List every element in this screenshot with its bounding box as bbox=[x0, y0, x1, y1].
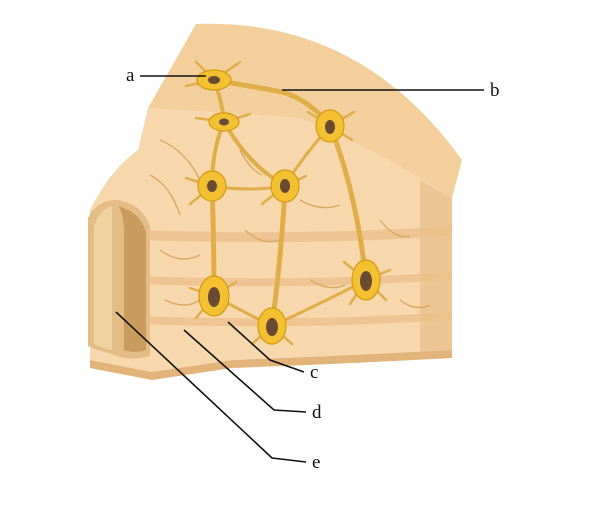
canal-highlight bbox=[94, 206, 112, 350]
osteocyte bbox=[271, 170, 299, 202]
nucleus bbox=[360, 271, 372, 291]
nucleus bbox=[208, 287, 220, 307]
label-e: e bbox=[312, 452, 320, 473]
osteocyte bbox=[197, 70, 231, 90]
nucleus bbox=[280, 179, 290, 193]
nucleus bbox=[219, 119, 229, 126]
nucleus bbox=[207, 180, 217, 192]
osteocyte bbox=[198, 171, 226, 201]
osteocyte bbox=[352, 260, 380, 300]
nucleus bbox=[266, 318, 278, 336]
label-a: a bbox=[126, 65, 135, 86]
label-d: d bbox=[312, 402, 322, 423]
tissue-side-shadow bbox=[420, 180, 452, 352]
label-b: b bbox=[490, 80, 500, 101]
osteocyte bbox=[258, 308, 286, 344]
osteocyte bbox=[316, 110, 344, 142]
nucleus bbox=[325, 120, 335, 134]
osteocyte bbox=[199, 276, 229, 316]
nucleus bbox=[208, 76, 220, 84]
label-c: c bbox=[310, 362, 318, 383]
osteocyte bbox=[209, 113, 239, 131]
